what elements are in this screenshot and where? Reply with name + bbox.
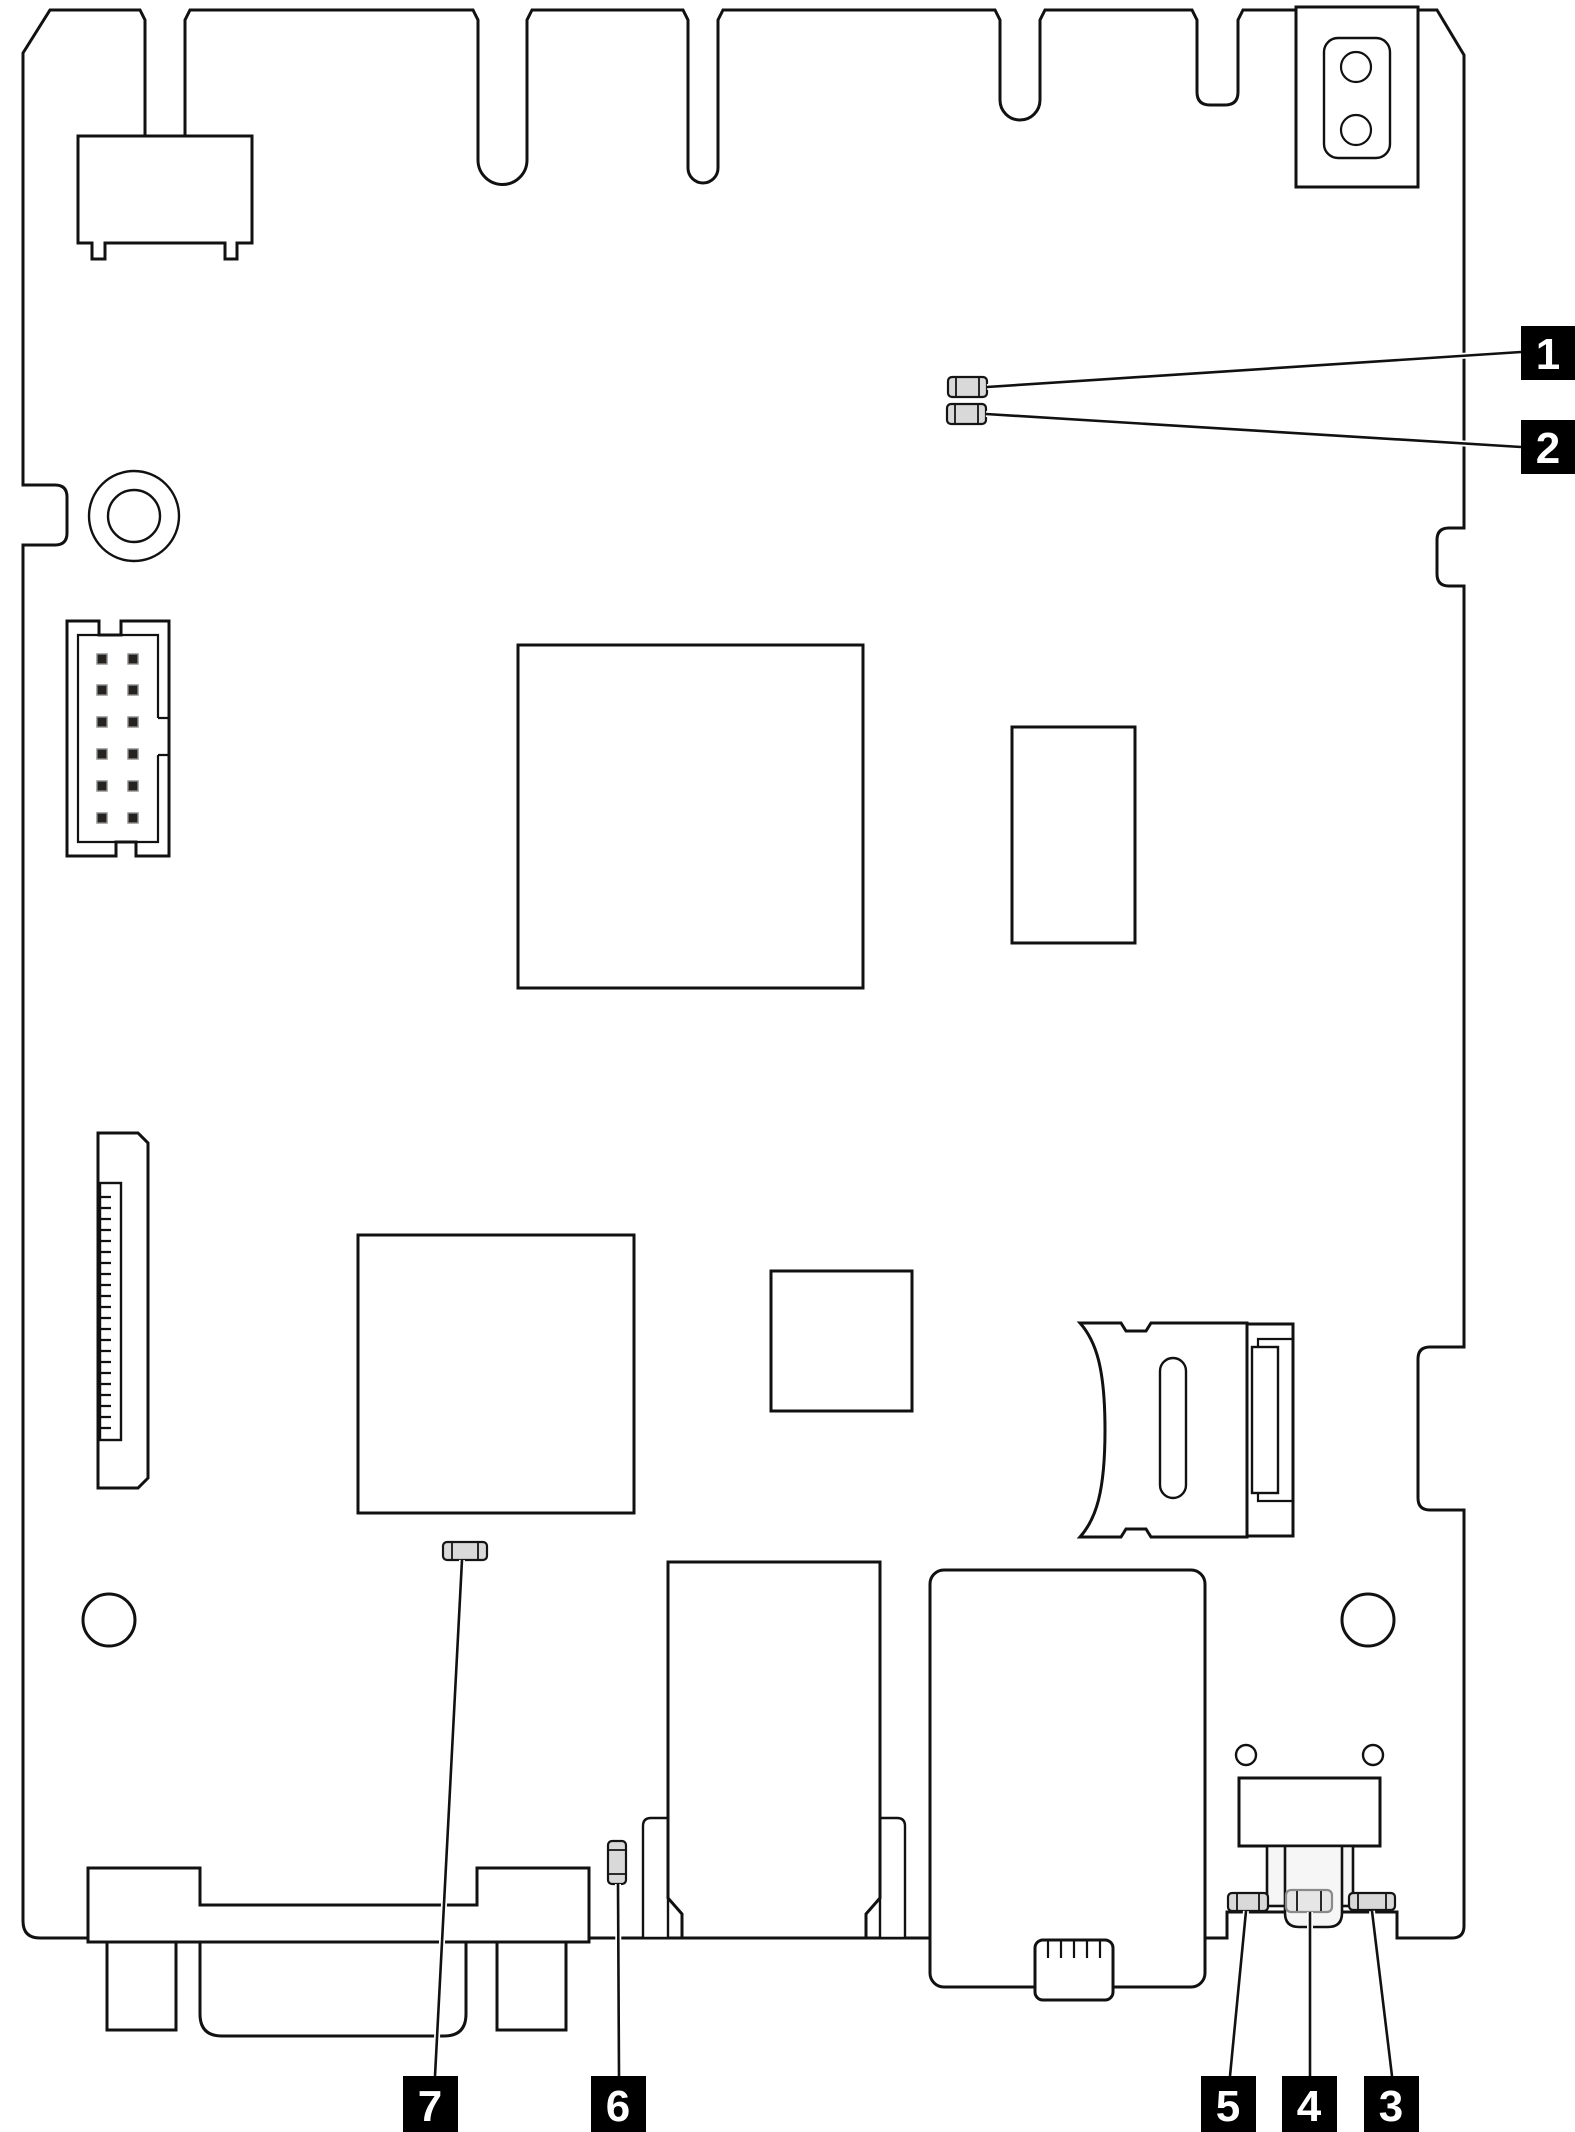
large-chip: [516, 643, 865, 990]
callout-3-label: 3: [1379, 2082, 1403, 2131]
callout-4: 4: [1282, 2076, 1337, 2132]
callout-6-label: 6: [606, 2082, 630, 2131]
bottom-right-connector: [1234, 1743, 1385, 1929]
bracket-hole-bottom: [1339, 113, 1373, 147]
led-3: [1347, 1891, 1397, 1912]
top-left-connector: [76, 134, 254, 261]
callout-7-leader: [433, 1559, 464, 2077]
led-6: [606, 1839, 628, 1886]
callout-1: 1: [1521, 326, 1575, 380]
pin-header-pins: [96, 653, 139, 824]
callout-1-leader: [986, 350, 1522, 389]
callout-7: 7: [403, 2076, 458, 2132]
mounting-hole-left: [81, 1592, 137, 1648]
callout-6: 6: [591, 2076, 646, 2132]
callout-5: 5: [1201, 2076, 1256, 2132]
led-5: [1226, 1891, 1270, 1913]
callout-3-leader: [1370, 1910, 1394, 2077]
callout-6-leader: [616, 1883, 621, 2077]
sd-holder-slot: [1158, 1356, 1188, 1500]
led-2: [945, 402, 988, 426]
callout-4-label: 4: [1297, 2082, 1322, 2131]
connector-hole-right: [1361, 1743, 1385, 1767]
led-4: [1284, 1888, 1334, 1914]
small-chip: [769, 1269, 914, 1413]
serial-connector: [86, 1866, 591, 2038]
sd-card-holder: [1076, 1321, 1295, 1539]
leader-lines: [432, 349, 1522, 2077]
callout-1-label: 1: [1536, 330, 1560, 379]
bracket-hole-top: [1339, 50, 1373, 84]
mounting-ring: [87, 469, 181, 563]
callout-7-label: 7: [418, 2082, 442, 2131]
callout-3: 3: [1364, 2076, 1419, 2132]
top-right-bracket: [1294, 5, 1420, 189]
edge-card-connector: [96, 1131, 150, 1490]
callout-5-leader: [1228, 1910, 1248, 2077]
callout-2-label: 2: [1536, 424, 1560, 473]
led-7: [441, 1540, 489, 1562]
mid-right-chip: [1010, 725, 1137, 945]
network-module: [928, 1568, 1207, 2002]
mounting-hole-right: [1340, 1592, 1396, 1648]
led-1: [946, 375, 989, 399]
bottom-center-connector: [641, 1560, 907, 1940]
callout-2-leader: [985, 412, 1522, 449]
callout-5-label: 5: [1216, 2082, 1240, 2131]
callout-2: 2: [1521, 420, 1575, 474]
connector-hole-left: [1234, 1743, 1258, 1767]
mid-left-chip: [356, 1233, 636, 1515]
pin-header: [65, 619, 171, 858]
